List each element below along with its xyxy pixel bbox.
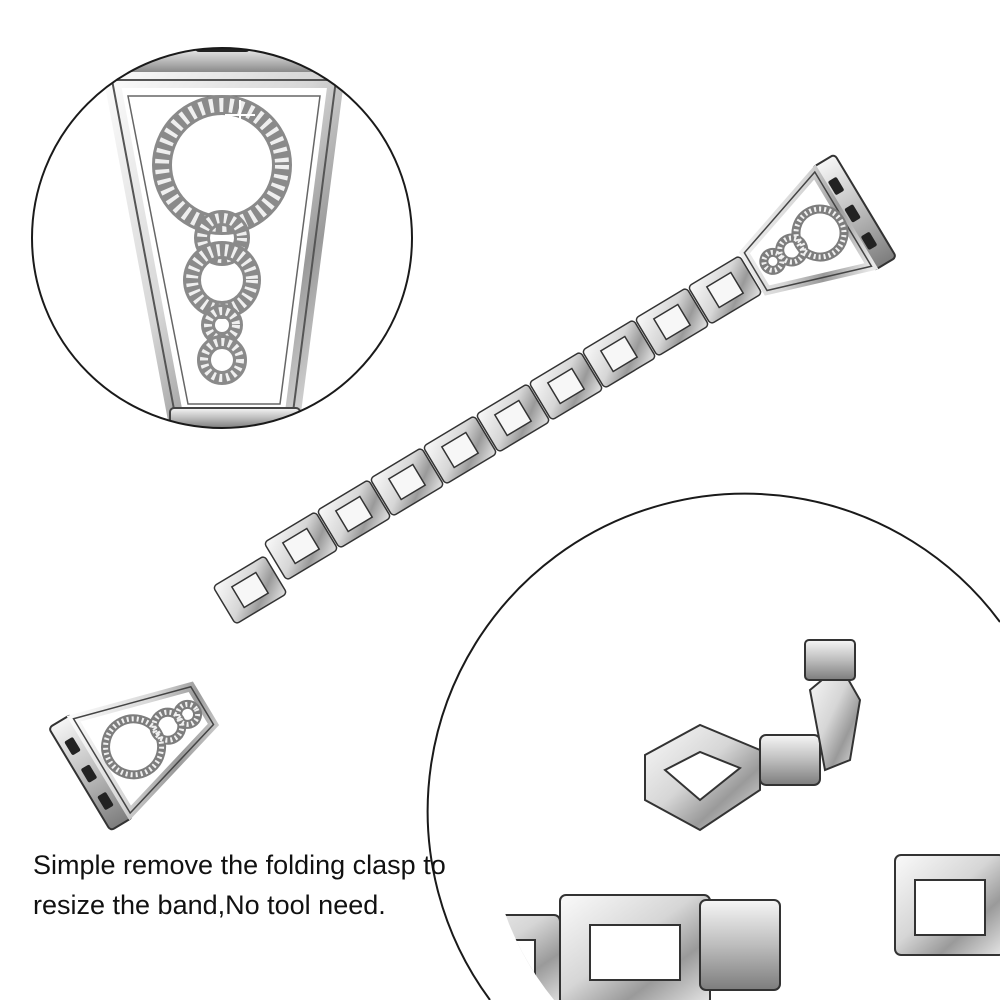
band-end-bottom <box>49 681 220 831</box>
watch-band <box>49 154 896 831</box>
caption-line-1: Simple remove the folding clasp to <box>33 850 446 880</box>
band-end-top <box>738 154 896 296</box>
folding-clasp <box>644 639 862 832</box>
band-links <box>213 256 762 624</box>
caption-line-2: resize the band,No tool need. <box>33 890 386 920</box>
closeup-circle-top <box>31 47 413 429</box>
clasp-link-right <box>894 854 1000 956</box>
rhinestone-rings-top <box>152 95 292 385</box>
sparkle-icon <box>225 100 255 130</box>
caption: Simple remove the folding clasp to resiz… <box>33 845 503 925</box>
